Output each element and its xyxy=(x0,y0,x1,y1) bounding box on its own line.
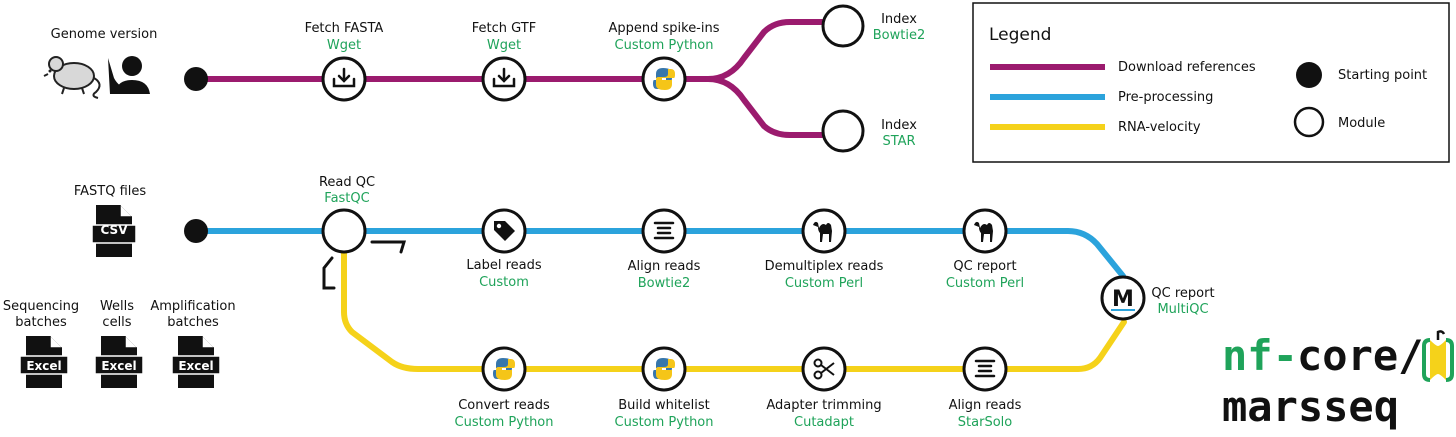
excel-file-icon xyxy=(19,336,69,388)
index-star-node xyxy=(821,109,865,153)
convert-reads-node xyxy=(481,346,527,392)
apple-core-icon xyxy=(1422,330,1454,382)
tag-icon xyxy=(494,221,515,241)
excel-file-icon xyxy=(171,336,221,388)
preprocess-line xyxy=(193,228,1126,279)
read-qc-title: Read QC xyxy=(319,175,375,190)
legend-module-label: Module xyxy=(1338,116,1385,131)
multiqc-tool: MultiQC xyxy=(1157,302,1208,317)
convert-reads-tool: Custom Python xyxy=(455,415,554,430)
legend-title: Legend xyxy=(989,25,1051,45)
excel-label-amplification: Excel xyxy=(178,359,213,373)
legend-download-label: Download references xyxy=(1118,60,1256,75)
legend-preprocess-label: Pre-processing xyxy=(1118,90,1213,105)
legend-start-swatch xyxy=(1296,62,1322,88)
python-icon xyxy=(653,68,675,90)
sequencing-label-line2: batches xyxy=(15,315,67,330)
starsolo-title: Align reads xyxy=(949,398,1022,413)
fastq-files-label: FASTQ files xyxy=(74,184,147,199)
download-icon xyxy=(492,67,516,88)
wells-label-line1: Wells xyxy=(100,299,134,314)
wells-label-line2: cells xyxy=(102,315,131,330)
excel-label-wells: Excel xyxy=(101,359,136,373)
scissors-icon xyxy=(813,358,835,380)
starsolo-tool: StarSolo xyxy=(958,415,1012,430)
append-spike-ins-title: Append spike-ins xyxy=(608,21,719,36)
label-reads-tool: Custom xyxy=(479,275,529,290)
legend-velocity-label: RNA-velocity xyxy=(1118,120,1201,135)
genome-start-node xyxy=(184,67,208,91)
amplification-label-line1: Amplification xyxy=(150,299,235,314)
excel-label-sequencing: Excel xyxy=(26,359,61,373)
velocity-line xyxy=(341,249,1127,372)
csv-label: CSV xyxy=(101,223,129,237)
legend-module-swatch xyxy=(1293,106,1325,138)
camel-icon xyxy=(974,221,993,242)
qc-report-perl-title: QC report xyxy=(953,259,1016,274)
fetch-gtf-title: Fetch GTF xyxy=(472,21,536,36)
download-line xyxy=(193,19,825,138)
read-qc-node xyxy=(321,208,367,254)
convert-reads-title: Convert reads xyxy=(458,398,550,413)
read-qc-tool: FastQC xyxy=(324,191,369,206)
python-icon xyxy=(653,358,675,380)
append-spike-ins-node xyxy=(641,56,687,102)
index-star-tool: STAR xyxy=(882,134,915,149)
demultiplex-tool: Custom Perl xyxy=(785,276,863,291)
genome-version-label: Genome version xyxy=(51,27,158,42)
index-star-title: Index xyxy=(881,118,917,133)
fastq-start-node xyxy=(184,219,208,243)
fetch-gtf-tool: Wget xyxy=(487,38,521,53)
sequencing-label-line1: Sequencing xyxy=(3,299,79,314)
logo-nf-text: nf- xyxy=(1222,331,1298,380)
multiqc-title: QC report xyxy=(1151,286,1214,301)
csv-file-icon xyxy=(91,205,137,257)
adapter-trimming-title: Adapter trimming xyxy=(766,398,881,413)
adapter-trimming-tool: Cutadapt xyxy=(794,415,854,430)
align-reads-title: Align reads xyxy=(628,259,701,274)
python-icon xyxy=(493,358,515,380)
multiqc-icon: M xyxy=(1112,287,1134,312)
amplification-label-line2: batches xyxy=(167,315,219,330)
human-icon xyxy=(108,56,150,94)
align-reads-tool: Bowtie2 xyxy=(638,276,690,291)
nf-core-logo: nf- core/ marsseq xyxy=(1222,330,1454,431)
download-icon xyxy=(332,67,356,88)
build-whitelist-title: Build whitelist xyxy=(618,398,709,413)
starsolo-node xyxy=(962,346,1008,392)
logo-core-text: core/ xyxy=(1297,331,1423,380)
legend: Legend Download references Pre-processin… xyxy=(972,2,1450,163)
excel-file-icon xyxy=(94,336,144,388)
mouse-icon xyxy=(43,56,101,99)
append-spike-ins-tool: Custom Python xyxy=(615,38,714,53)
label-reads-title: Label reads xyxy=(466,258,541,273)
multiqc-node xyxy=(1100,275,1146,321)
camel-icon xyxy=(813,221,832,242)
branch-marks xyxy=(322,240,407,290)
build-whitelist-tool: Custom Python xyxy=(615,415,714,430)
align-reads-node xyxy=(641,208,687,254)
index-bowtie2-node xyxy=(821,4,865,48)
align-lines-icon xyxy=(653,221,675,240)
align-lines-icon xyxy=(974,359,996,378)
adapter-trimming-node xyxy=(801,346,847,392)
logo-marsseq-text: marsseq xyxy=(1222,382,1399,431)
build-whitelist-node xyxy=(641,346,687,392)
fetch-fasta-tool: Wget xyxy=(327,38,361,53)
index-bowtie2-tool: Bowtie2 xyxy=(873,28,925,43)
demultiplex-title: Demultiplex reads xyxy=(765,259,884,274)
index-bowtie2-title: Index xyxy=(881,12,917,27)
qc-report-perl-tool: Custom Perl xyxy=(946,276,1024,291)
fetch-fasta-title: Fetch FASTA xyxy=(305,21,384,36)
legend-start-label: Starting point xyxy=(1338,68,1427,83)
